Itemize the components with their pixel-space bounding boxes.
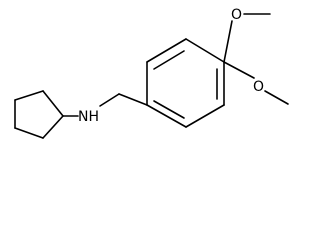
ring-to-right-oxygen-bond xyxy=(223,61,255,79)
cyclopentyl-ring xyxy=(14,90,64,139)
benzene-bond-2 xyxy=(146,38,187,63)
methoxy-groups xyxy=(223,13,289,105)
amine-linker xyxy=(62,93,148,117)
ring-to-top-oxygen-bond xyxy=(223,20,233,63)
ring-bond-4 xyxy=(14,90,44,101)
ring-bond-1 xyxy=(42,115,64,139)
benzene-bond-3 xyxy=(185,38,225,63)
methylene-to-ring-bond xyxy=(118,93,148,106)
benzene-bond-6 xyxy=(146,104,187,128)
benzene-bond-5 xyxy=(185,104,225,128)
benzene-double-bond-3 xyxy=(153,100,185,119)
ring-bond-2 xyxy=(14,127,44,139)
top-oxygen-label: O xyxy=(231,7,242,23)
amine-label: NH xyxy=(78,109,99,125)
benzene-double-bond-1 xyxy=(153,50,185,70)
nitrogen-to-methylene-bond xyxy=(99,93,120,107)
ring-bond-5 xyxy=(42,90,64,117)
right-methyl-bond xyxy=(264,90,289,105)
benzene-ring xyxy=(146,38,225,128)
structural-formula-canvas: NH O O xyxy=(14,7,289,139)
right-oxygen-label: O xyxy=(253,79,264,95)
